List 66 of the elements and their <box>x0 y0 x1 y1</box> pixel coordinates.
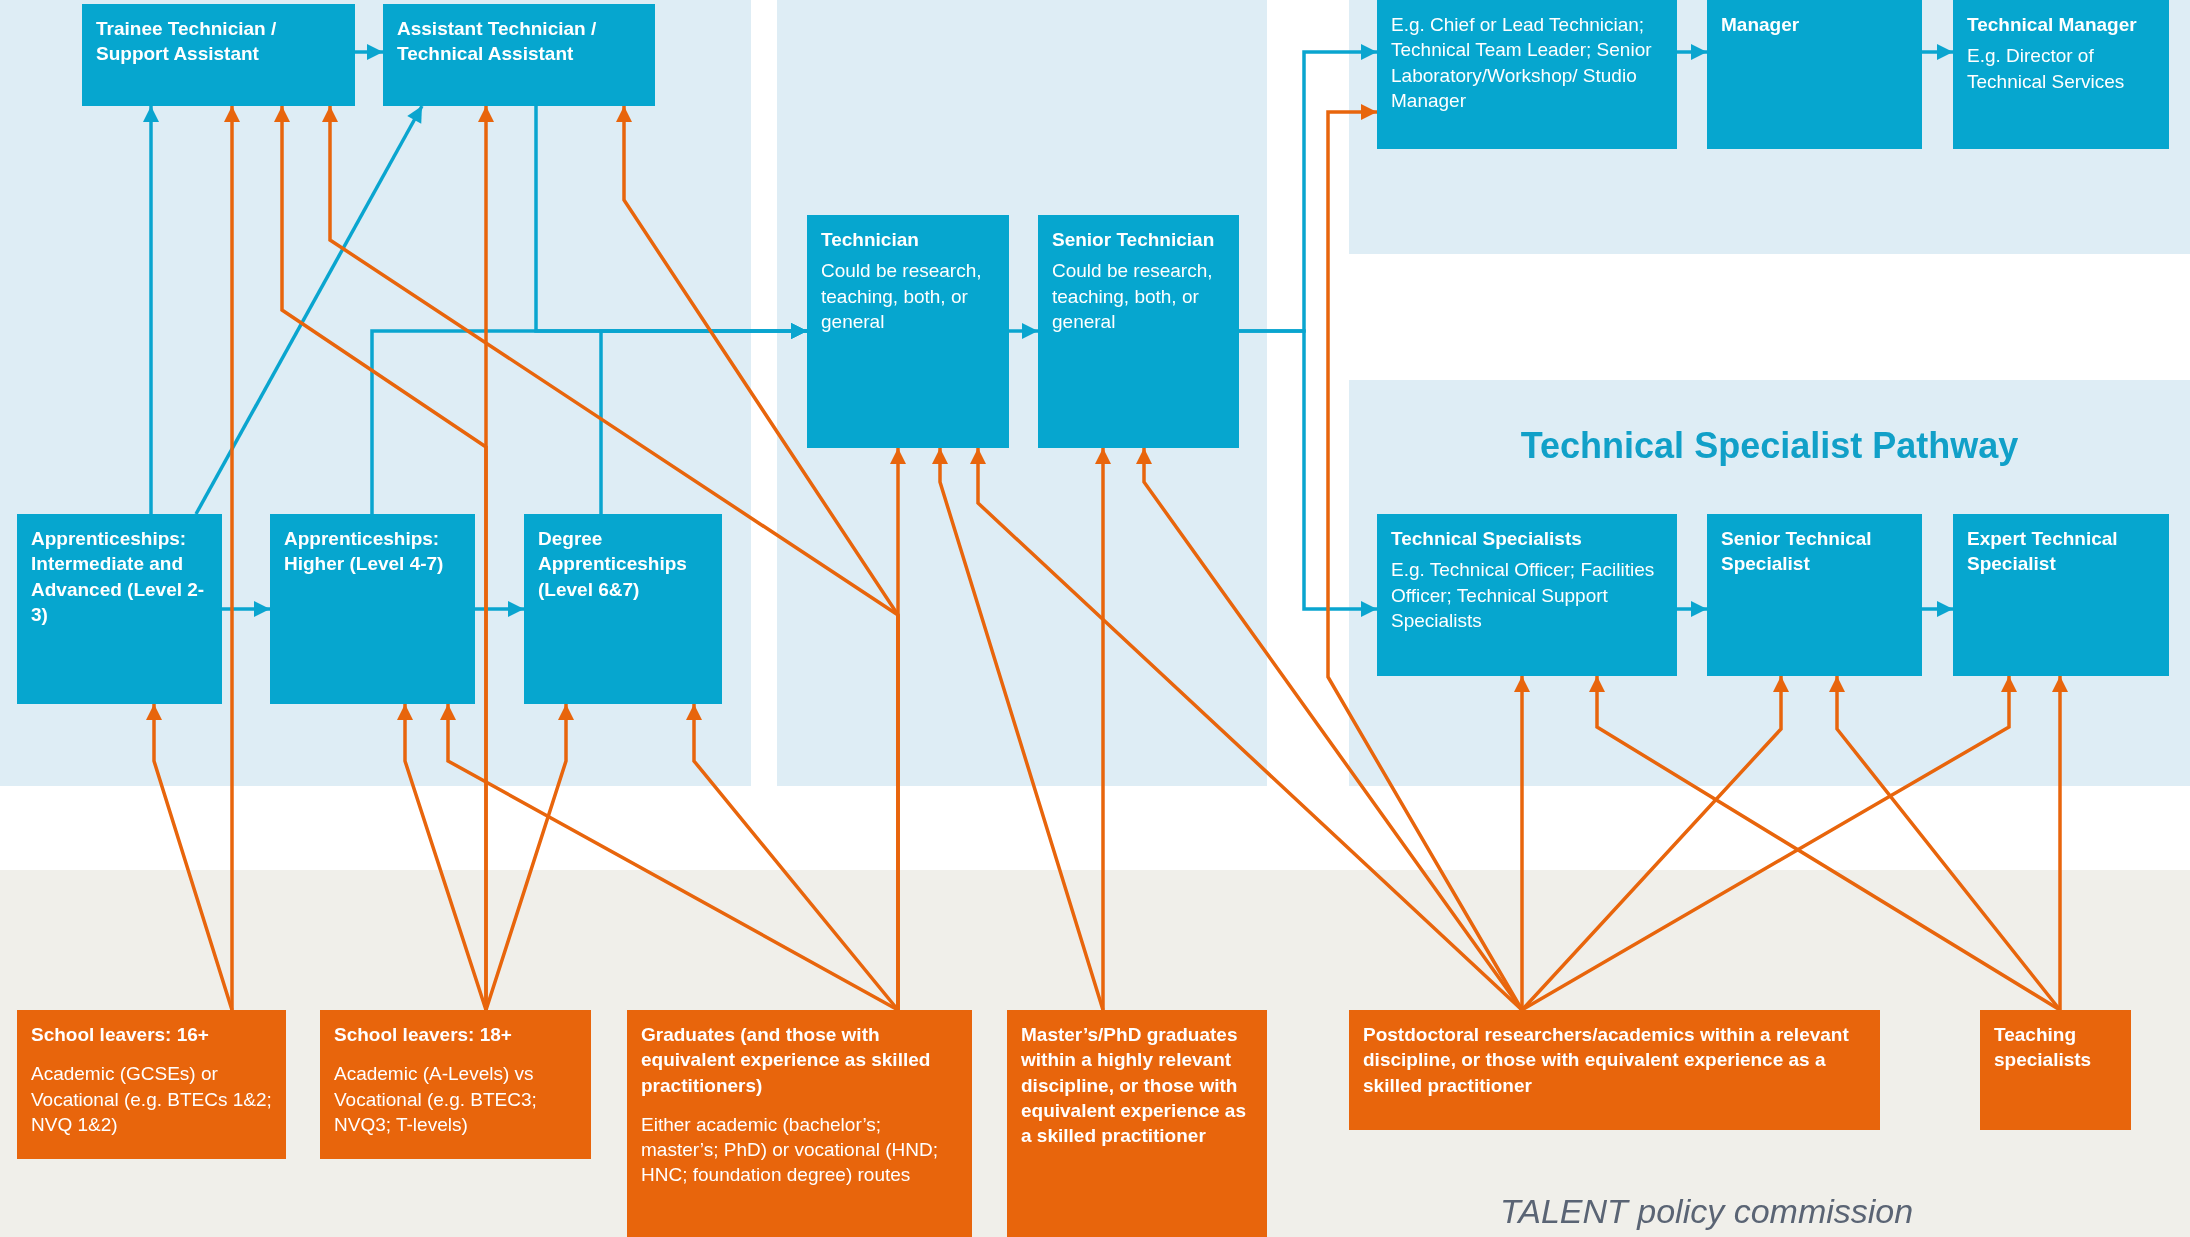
arrow <box>355 44 383 60</box>
entry-route-box <box>1349 1010 1880 1130</box>
arrow <box>1009 323 1038 339</box>
role-box <box>1707 514 1922 676</box>
box-heading: Degree Apprenticeships (Level 6&7) <box>538 527 688 602</box>
arrow <box>194 105 424 515</box>
role-box <box>1038 215 1239 448</box>
box-heading: Apprenticeships: Higher (Level 4-7) <box>284 527 445 577</box>
box-heading: Apprenticeships: Intermediate and Advanced (Level 2-3) <box>31 527 206 627</box>
caption: TALENT policy commission <box>1500 1192 1914 1231</box>
arrow <box>1677 44 1707 60</box>
role-box <box>82 4 355 106</box>
role-box <box>1377 0 1677 149</box>
box-text: Either academic (bachelor’s; master’s; PhD) or vocational (HND; HNC; foundation degree) routes <box>641 1112 940 1188</box>
box-text: Could be research, teaching, both, or general <box>821 259 983 334</box>
box-heading: Expert Technical Specialist <box>1967 527 2119 577</box>
role-box <box>1707 0 1922 149</box>
box-heading: Senior Technical Specialist <box>1721 527 1873 577</box>
role-box <box>524 514 722 704</box>
box-text: Academic (A-Levels) vs Vocational (e.g. BTEC3; NVQ3; T-levels) <box>334 1062 538 1137</box>
role-box <box>1953 0 2169 149</box>
arrow <box>143 106 159 514</box>
box-heading: School leavers: 16+ <box>31 1023 210 1047</box>
entry-route-box <box>627 1010 972 1237</box>
entry-route-box <box>320 1010 591 1159</box>
entry-route-box <box>1980 1010 2131 1130</box>
arrow <box>890 448 906 1010</box>
box-text: E.g. Technical Officer; Facilities Officer; Technical Support Specialists <box>1391 558 1656 633</box>
box-heading: Technical Specialists <box>1391 527 1583 551</box>
arrow <box>1514 676 1530 1010</box>
role-box <box>17 514 222 704</box>
box-heading: Master’s/PhD graduates within a highly relevant discipline, or those with equivalent experience as a skilled practitioner <box>1021 1023 1247 1149</box>
box-text: E.g. Director of Technical Services <box>1967 44 2126 94</box>
arrow <box>1922 601 1953 617</box>
box-heading: Technical Manager <box>1967 13 2138 37</box>
arrow <box>1521 676 2017 1012</box>
box-heading: School leavers: 18+ <box>334 1023 513 1047</box>
entry-route-box <box>1007 1010 1267 1237</box>
arrow <box>1922 44 1953 60</box>
entry-route-box <box>17 1010 286 1159</box>
box-heading: Teaching specialists <box>1994 1023 2093 1073</box>
arrow <box>1677 601 1707 617</box>
box-heading: Technician <box>821 228 920 252</box>
box-heading: Senior Technician <box>1052 228 1216 252</box>
role-box <box>807 215 1009 448</box>
arrow <box>1239 329 1377 617</box>
box-text: E.g. Chief or Lead Technician; Technical Team Leader; Senior Laboratory/Workshop/ Studio Manager <box>1391 13 1653 113</box>
arrow <box>222 601 270 617</box>
box-heading: Trainee Technician / Support Assistant <box>96 17 278 67</box>
arrow <box>475 601 524 617</box>
pathway-panel <box>1349 380 2190 786</box>
panel-heading: Technical Specialist Pathway <box>1519 424 2020 468</box>
arrow <box>224 106 240 1010</box>
role-box <box>1953 514 2169 676</box>
role-box <box>1377 514 1677 676</box>
box-heading: Graduates (and those with equivalent experience as skilled practitioners) <box>641 1023 932 1098</box>
arrow <box>599 323 807 514</box>
box-text: Could be research, teaching, both, or general <box>1052 259 1214 334</box>
role-box <box>270 514 475 704</box>
role-box <box>383 4 655 106</box>
box-heading: Postdoctoral researchers/academics within a relevant discipline, or those with equivalent experience as a skilled practitioner <box>1363 1023 1850 1098</box>
box-heading: Manager <box>1721 13 1801 37</box>
arrow <box>1095 448 1111 1010</box>
box-heading: Assistant Technician / Technical Assistant <box>397 17 598 67</box>
box-text: Academic (GCSEs) or Vocational (e.g. BTECs 1&2; NVQ 1&2) <box>31 1062 272 1137</box>
arrow <box>2052 676 2068 1010</box>
